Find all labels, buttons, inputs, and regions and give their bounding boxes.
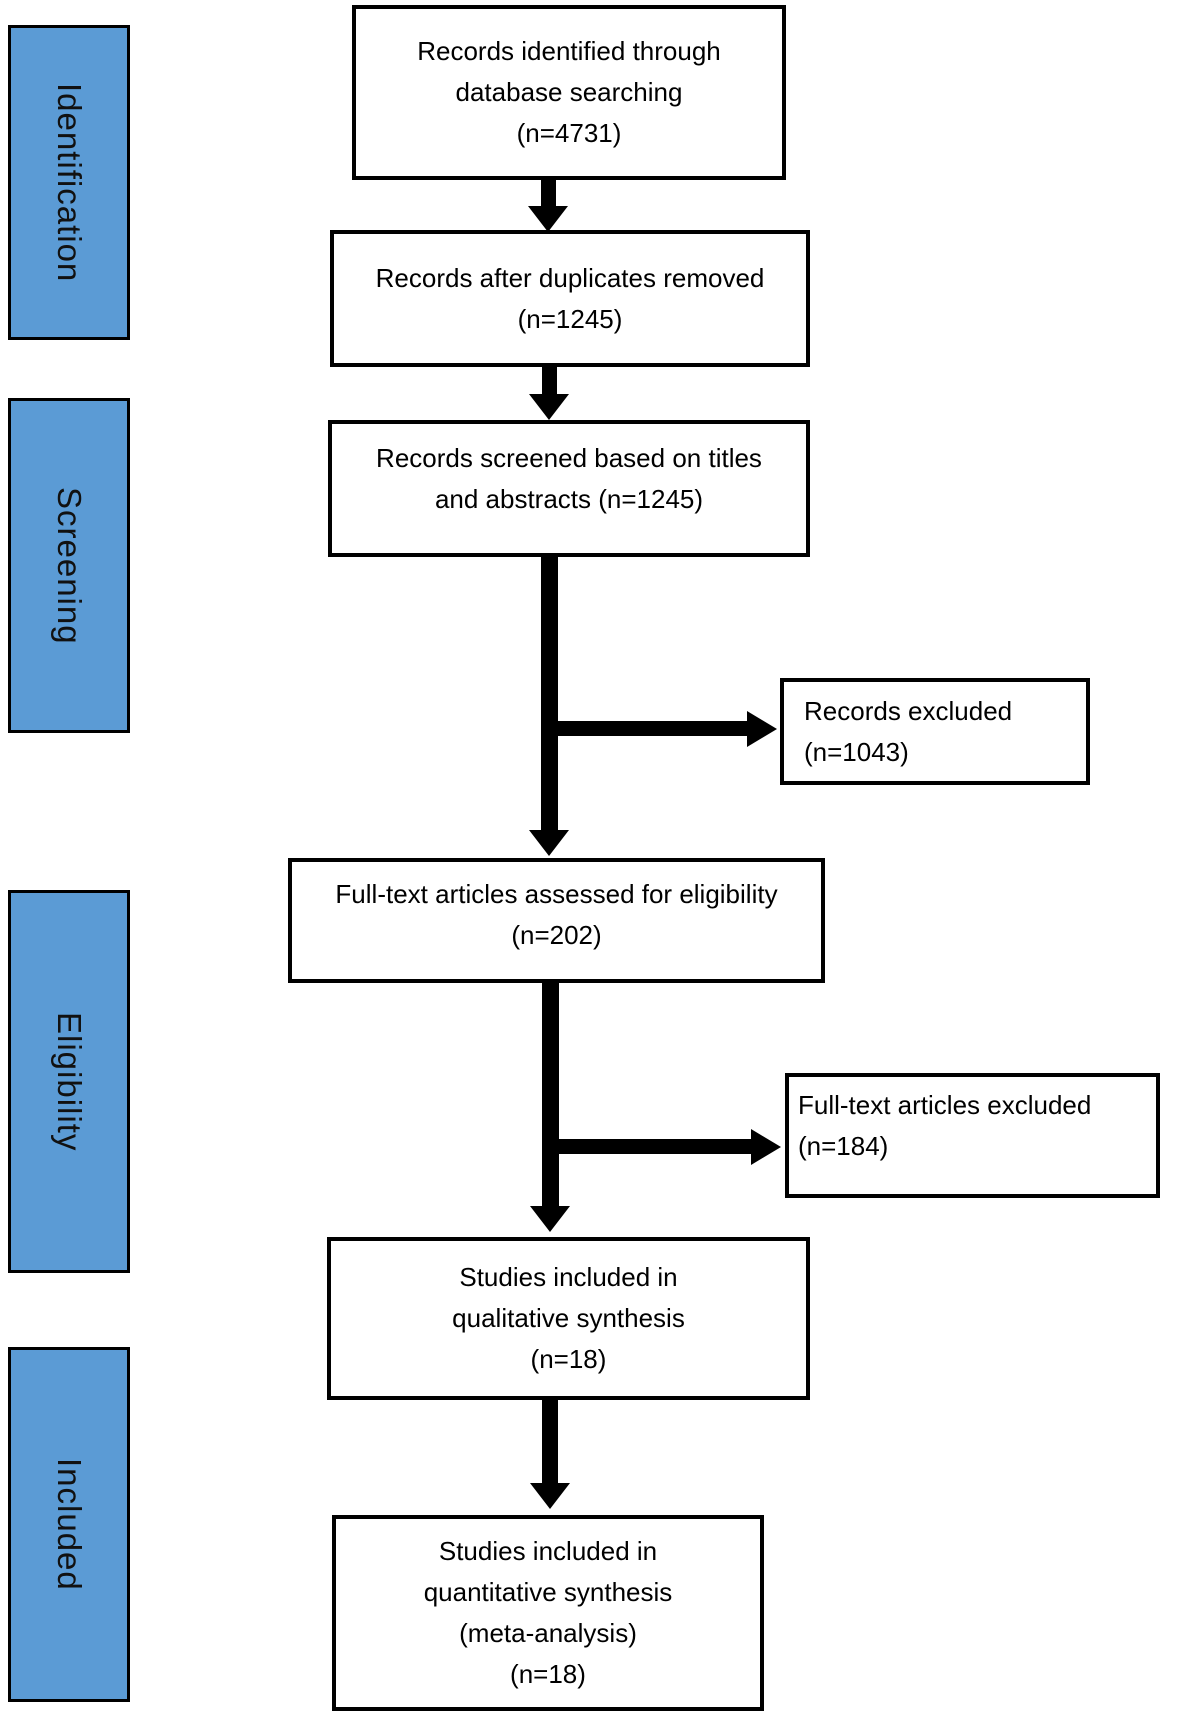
arrow-qualitative-to-quantitative-head-icon [530,1483,570,1509]
box-fulltext-excluded-line-2: (n=184) [798,1131,889,1161]
box-records-screened-line-2: and abstracts (n=1245) [434,484,704,514]
arrow-to-fulltext-excluded-shaft [558,1139,752,1154]
stage-eligibility: Eligibility [8,890,130,1273]
box-quantitative-synthesis-line-2: quantitative synthesis [423,1577,673,1607]
stage-screening-label: Screening [51,486,88,645]
box-fulltext-excluded: Full-text articles excluded (n=184) [785,1073,1160,1198]
box-records-identified-line-1: Records identified through [417,36,721,66]
arrow-to-fulltext-excluded-head-icon [751,1129,781,1165]
arrow-duplicates-to-screened-head-icon [529,394,569,420]
stage-included: Included [8,1347,130,1702]
box-quantitative-synthesis-line-1: Studies included in [438,1536,658,1566]
box-records-excluded: Records excluded (n=1043) [780,678,1090,785]
box-records-after-duplicates-line-1: Records after duplicates removed [375,262,765,293]
box-fulltext-assessed: Full-text articles assessed for eligibil… [288,858,825,983]
arrow-screened-to-assessed-head-icon [529,830,569,856]
arrow-duplicates-to-screened-shaft [542,365,557,397]
box-records-screened-line-1: Records screened based on titles [376,443,762,473]
box-records-identified: Records identified through database sear… [352,5,786,180]
box-records-after-duplicates-line-2: (n=1245) [517,303,623,334]
box-fulltext-assessed-line-2: (n=202) [511,920,602,950]
box-qualitative-synthesis-line-3: (n=18) [530,1344,607,1374]
arrow-identified-to-duplicates-head-icon [528,206,568,232]
stage-included-label: Included [51,1458,88,1591]
box-quantitative-synthesis: Studies included in quantitative synthes… [332,1515,764,1711]
box-qualitative-synthesis-line-2: qualitative synthesis [452,1303,685,1333]
stage-identification-label: Identification [51,82,88,283]
arrow-qualitative-to-quantitative-shaft [542,1397,558,1485]
box-fulltext-assessed-line-1: Full-text articles assessed for eligibil… [335,879,778,909]
box-records-after-duplicates: Records after duplicates removed (n=1245… [330,230,810,367]
box-qualitative-synthesis: Studies included in qualitative synthesi… [327,1237,810,1400]
box-quantitative-synthesis-line-4: (n=18) [510,1659,586,1689]
box-qualitative-synthesis-line-1: Studies included in [459,1262,678,1292]
stage-eligibility-label: Eligibility [51,1011,88,1152]
box-records-identified-line-3: (n=4731) [516,118,622,148]
arrow-to-records-excluded-shaft [556,721,748,736]
arrow-assessed-to-qualitative-head-icon [530,1206,570,1232]
box-records-excluded-line-2: (n=1043) [804,736,909,767]
box-fulltext-excluded-line-1: Full-text articles excluded [798,1090,1092,1120]
arrow-identified-to-duplicates-shaft [541,177,556,210]
box-records-screened: Records screened based on titles and abs… [328,420,810,557]
stage-identification: Identification [8,25,130,340]
box-records-excluded-line-1: Records excluded [804,695,1013,726]
arrow-assessed-to-qualitative-shaft [542,980,559,1208]
arrow-screened-to-assessed-shaft [541,554,558,832]
arrow-to-records-excluded-head-icon [747,711,777,747]
stage-screening: Screening [8,398,130,733]
box-quantitative-synthesis-line-3: (meta-analysis) [459,1618,637,1648]
box-records-identified-line-2: database searching [455,77,683,107]
